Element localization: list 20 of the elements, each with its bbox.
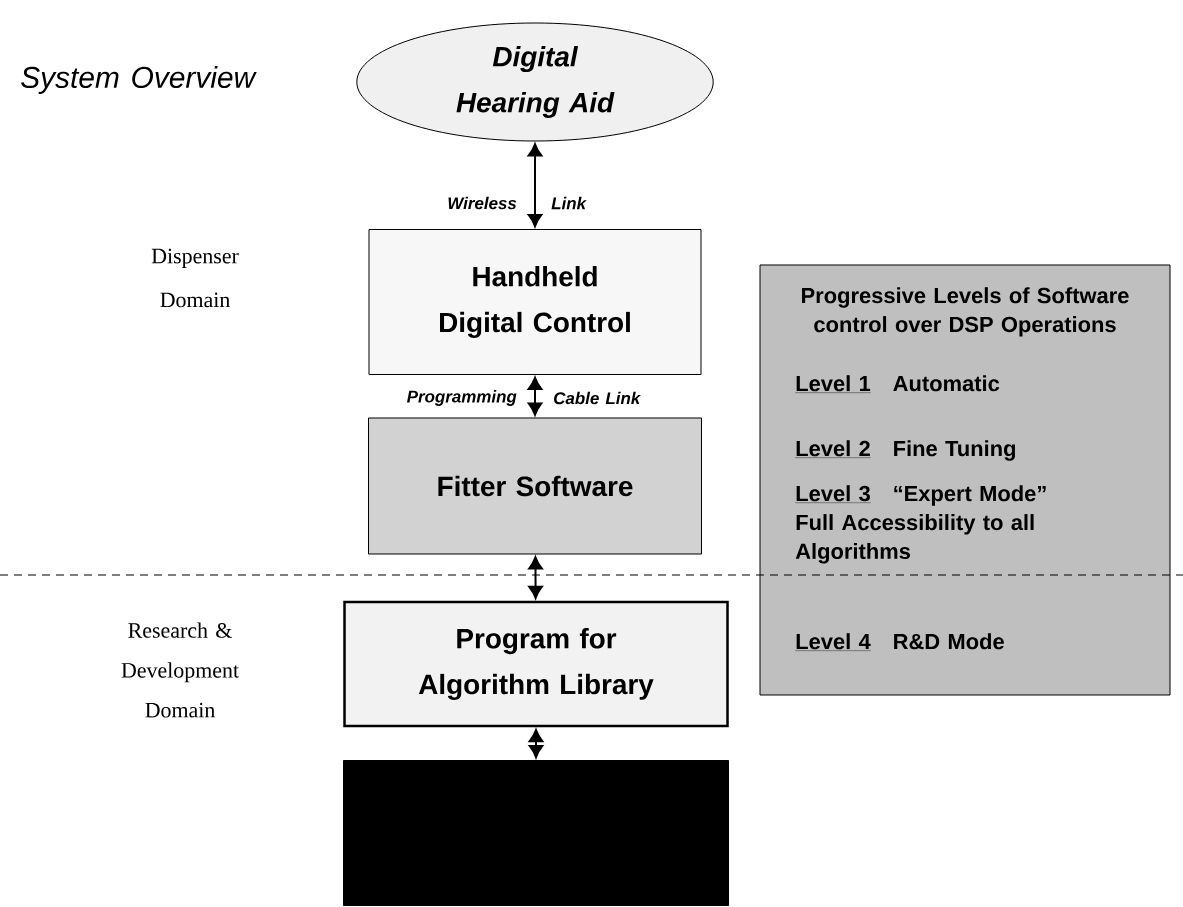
process-box: Program for Algorithm Library (343, 600, 729, 728)
link-label: Link (551, 196, 587, 210)
double-arrow (527, 143, 543, 228)
double-arrow (528, 729, 544, 759)
level-item: Level 3 “Expert Mode” Full Accessibility to all Algorithms (795, 485, 1046, 564)
domain-label: Dispenser Domain (151, 248, 239, 308)
level-item: Level 4 R&D Mode (795, 633, 1004, 651)
process-box: Fitter Software (368, 417, 702, 555)
domain-label: Research & Development Domain (121, 622, 239, 718)
double-arrow (527, 376, 543, 416)
filled-box (343, 760, 729, 906)
double-arrow (528, 556, 543, 599)
level-item: Level 1 Automatic (795, 375, 1000, 393)
title: System Overview (21, 66, 257, 94)
link-label: Programming (407, 390, 517, 406)
level-item: Level 2 Fine Tuning (795, 440, 1015, 461)
link-label: Cable Link (554, 391, 641, 405)
process-box: Handheld Digital Control (368, 229, 702, 375)
link-label: Wireless (448, 196, 517, 210)
panel-heading: Progressive Levels of Software control over DSP Operations (802, 287, 1129, 337)
